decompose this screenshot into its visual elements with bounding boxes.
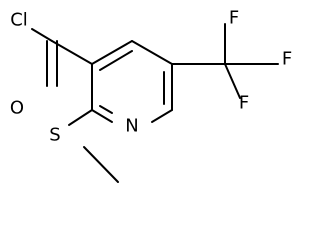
bond-c3-c4 bbox=[91, 40, 133, 65]
atom-chlorine-label: Cl bbox=[10, 10, 28, 31]
bond-cf3-f-bottom bbox=[224, 63, 241, 99]
atom-fluorine-top-right-label: F bbox=[282, 49, 292, 70]
bond-c3-carbonyl bbox=[51, 40, 93, 65]
bond-c2-s bbox=[68, 109, 93, 126]
atom-sulfur-label: S bbox=[49, 125, 60, 146]
atom-nitrogen-label: N bbox=[125, 116, 138, 137]
bond-n-c2 bbox=[91, 109, 113, 123]
bond-carbonyl-cl bbox=[31, 28, 53, 42]
bond-c6-n bbox=[151, 109, 173, 123]
bond-c4-c5 bbox=[131, 40, 173, 65]
bond-s-ch3 bbox=[83, 146, 119, 183]
atom-fluorine-bottom-label: F bbox=[239, 93, 249, 114]
atom-fluorine-top-left-label: F bbox=[229, 8, 239, 29]
molecule-diagram: Cl O N S F F F bbox=[10, 8, 292, 183]
double-bond-n-c2 bbox=[99, 105, 113, 114]
atom-oxygen-label: O bbox=[10, 98, 24, 119]
double-bond-c3-c4 bbox=[99, 50, 133, 71]
